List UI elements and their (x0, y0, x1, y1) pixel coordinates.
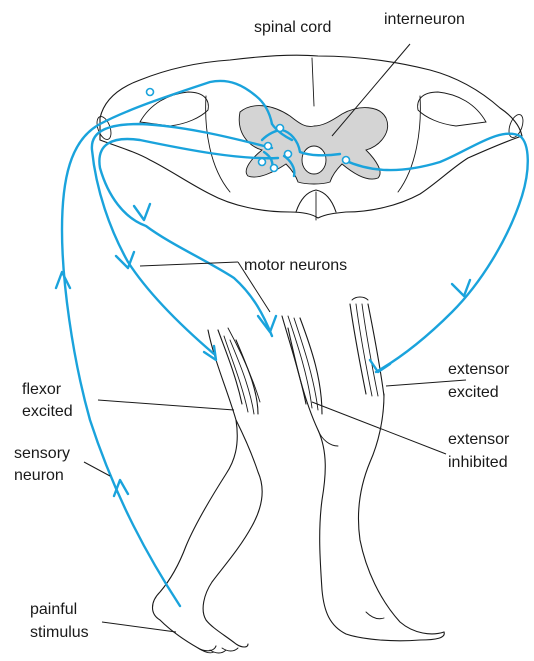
inner-column-right (398, 96, 420, 192)
label-painful-2: stimulus (30, 624, 89, 641)
label-motor-neurons: motor neurons (244, 257, 347, 274)
synapse-6 (271, 165, 278, 172)
posterior-septum (312, 58, 314, 106)
inner-column-left (206, 96, 230, 192)
label-extensor-excited-2: excited (448, 384, 499, 401)
arrowhead-motor-a (134, 204, 150, 220)
label-extensor-inhibited-1: extensor (448, 431, 510, 448)
label-sensory-1: sensory (14, 445, 70, 462)
excited-extensor-muscle (350, 297, 384, 396)
synapse-5 (259, 159, 266, 166)
leader-extensor-inhibited (312, 402, 446, 454)
right-leg-front (358, 394, 444, 634)
arrowhead-sensory-upper (56, 272, 70, 288)
label-painful-1: painful (30, 601, 77, 618)
left-leg-outline (153, 330, 238, 651)
arrowhead-sensory-lower (114, 480, 128, 496)
label-flexor-2: excited (22, 403, 73, 420)
leader-flexor (98, 400, 234, 410)
spinal-cord-section (94, 55, 525, 220)
synapse-4 (285, 151, 292, 158)
synapse-7 (343, 157, 350, 164)
label-interneuron: interneuron (384, 11, 465, 28)
label-flexor-1: flexor (22, 381, 62, 398)
left-leg-back (203, 420, 262, 647)
muscles (218, 297, 384, 414)
motor-neuron-flexor (92, 124, 272, 354)
legs (153, 328, 445, 653)
inhibited-extensor-muscle (282, 316, 322, 414)
label-extensor-inhibited-2: inhibited (448, 454, 508, 471)
label-spinal-cord: spinal cord (254, 19, 331, 36)
dorsal-lobe-right (418, 92, 486, 126)
synapse-1 (147, 89, 154, 96)
flexor-muscle (218, 328, 260, 414)
leader-motor-neurons-a (140, 262, 238, 266)
label-sensory-2: neuron (14, 467, 64, 484)
right-ankle (366, 612, 384, 619)
synapse-2 (277, 125, 284, 132)
motor-neuron-crossed (344, 134, 528, 372)
leader-painful (102, 622, 176, 632)
label-extensor-excited-1: extensor (448, 361, 510, 378)
synapse-3 (265, 143, 272, 150)
dorsal-lobe-left (140, 92, 208, 126)
central-canal (302, 146, 326, 174)
